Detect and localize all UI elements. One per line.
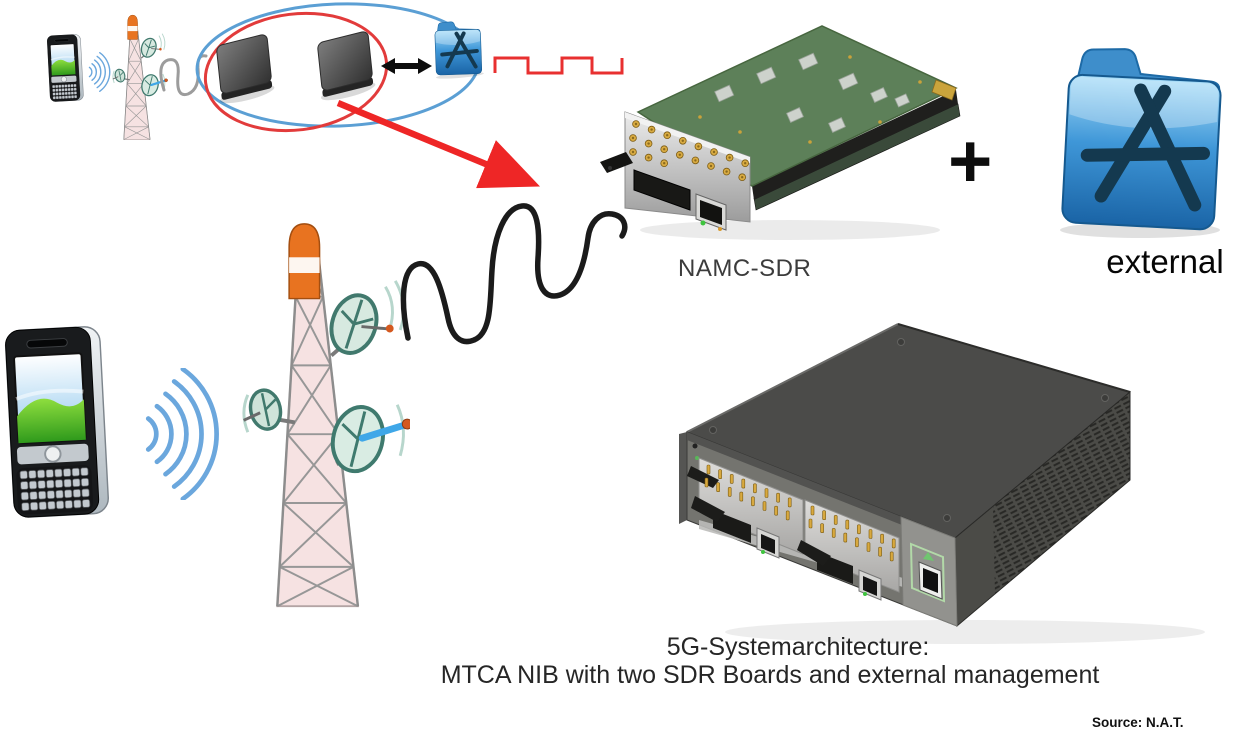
front-panel xyxy=(600,111,751,231)
caption: 5G-Systemarchitecture: MTCA NIB with two… xyxy=(390,633,1150,689)
red-ellipse xyxy=(203,11,389,133)
app-store-icon-large xyxy=(1038,22,1243,242)
namc-sdr-board-illustration xyxy=(600,25,961,240)
sfp-port xyxy=(633,169,691,211)
sdr-module-1 xyxy=(687,457,804,559)
ethernet-port xyxy=(863,576,877,596)
sine-wave-icon xyxy=(400,203,628,345)
sdr-software-ellipse-group xyxy=(195,2,487,133)
vent-grille xyxy=(993,392,1130,594)
management-panel xyxy=(900,516,958,627)
phone-icon-small xyxy=(47,34,84,101)
radio-waves-icon-large xyxy=(112,368,242,500)
app-store-icon-small xyxy=(429,16,487,82)
antenna-tower-icon-large xyxy=(238,206,410,628)
external-label: external xyxy=(1106,243,1224,280)
sdr-module-2 xyxy=(797,499,900,601)
radio-waves-icon-small xyxy=(88,52,111,92)
ejector-handle xyxy=(600,152,633,173)
caption-line2: MTCA NIB with two SDR Boards and externa… xyxy=(440,661,1100,689)
square-wave-icon xyxy=(493,56,624,75)
sdr-chip-icon-2 xyxy=(317,31,376,101)
phone-icon-large xyxy=(2,324,110,520)
red-arrow-icon xyxy=(336,99,541,189)
ejector-handle xyxy=(691,496,725,522)
double-arrow-icon xyxy=(381,58,432,74)
chassis-front xyxy=(686,431,958,627)
management-ethernet-port xyxy=(923,568,938,593)
pcb-components xyxy=(714,52,911,133)
ejector-handle xyxy=(797,540,831,566)
mtca-chassis-illustration xyxy=(679,323,1205,644)
namc-sdr-label: NAMC-SDR xyxy=(678,255,812,282)
antenna-tower-icon-small xyxy=(110,13,168,141)
source-label: Source: N.A.T. xyxy=(1092,715,1184,730)
caption-line1: 5G-Systemarchitecture: xyxy=(666,633,930,661)
ethernet-port xyxy=(695,193,727,231)
sfp-port xyxy=(713,510,751,543)
pcb-vias xyxy=(698,55,922,144)
plus-sign: + xyxy=(948,119,993,204)
ethernet-port xyxy=(761,534,775,554)
sdr-chip-icon-1 xyxy=(216,34,275,104)
